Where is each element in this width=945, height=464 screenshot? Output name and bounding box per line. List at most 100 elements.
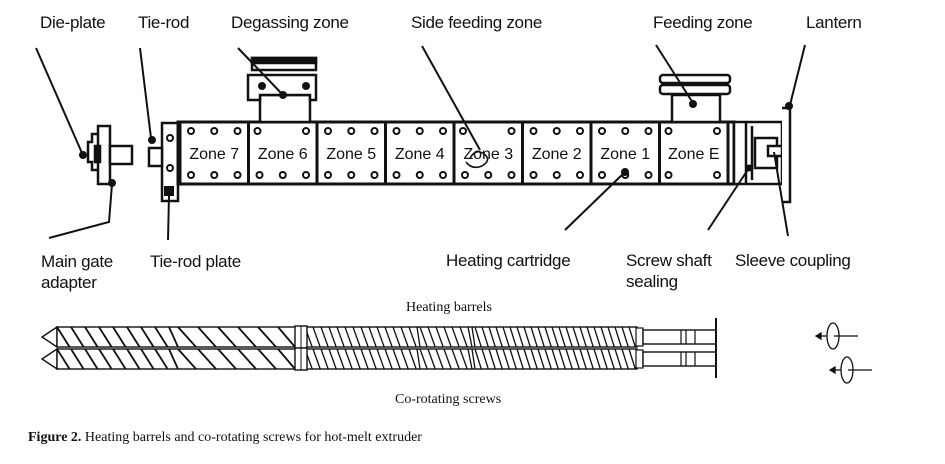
screw-flight xyxy=(459,326,468,348)
screw-flight xyxy=(459,348,468,370)
screw-flight xyxy=(84,326,99,348)
bolt-hole xyxy=(370,171,379,179)
screw-flight xyxy=(237,348,257,370)
label-heating-cartridge: Heating cartridge xyxy=(446,251,571,270)
screw-flight xyxy=(344,326,353,348)
screw-flight xyxy=(435,326,444,348)
bolt-hole xyxy=(529,127,538,135)
lantern-leader xyxy=(789,44,806,106)
screw-flight xyxy=(126,326,141,348)
bolt-hole xyxy=(187,127,195,135)
screw-flight xyxy=(112,348,127,370)
screw-flight xyxy=(600,326,608,348)
screw-flight xyxy=(328,326,337,348)
label-main-gate-adapter-line1: Main gate xyxy=(41,252,113,271)
zone-label: Zone 1 xyxy=(600,146,650,163)
screw-flight xyxy=(368,348,377,370)
bolt-hole xyxy=(644,171,653,179)
die-plate-leader xyxy=(35,47,83,154)
screw-flight xyxy=(530,326,538,348)
screw-flight xyxy=(593,326,601,348)
bolt-hole xyxy=(347,127,356,135)
screw-flight xyxy=(98,348,113,370)
screw-flight xyxy=(56,326,71,348)
bolt-hole xyxy=(415,127,424,135)
rotation-arrow-lower-icon xyxy=(828,356,872,384)
screw-flight xyxy=(336,326,345,348)
bolt-hole xyxy=(302,127,310,135)
screw-flight xyxy=(126,348,141,370)
bolt-hole xyxy=(415,171,424,179)
screw-flight xyxy=(419,326,428,348)
screw-flight xyxy=(565,348,573,370)
bolt-hole xyxy=(255,171,264,179)
screw-flight xyxy=(140,326,155,348)
bolt-hole xyxy=(576,171,584,179)
screw-flight xyxy=(614,326,622,348)
bolt-hole xyxy=(507,171,516,179)
screw-flight xyxy=(70,348,85,370)
zone-label: Zone 3 xyxy=(463,146,513,163)
screw-flight xyxy=(376,326,385,348)
screw-flight xyxy=(217,348,237,370)
screw-flight xyxy=(435,348,444,370)
bolt-hole xyxy=(187,171,195,179)
bolt-hole xyxy=(210,127,219,135)
tie-rod-plate xyxy=(147,121,180,203)
screw-flight xyxy=(502,326,510,348)
screw-flight xyxy=(579,326,587,348)
screw-flight xyxy=(419,348,428,370)
screw-flight xyxy=(551,348,559,370)
bolt-hole xyxy=(484,171,493,179)
zone-label: Zone 5 xyxy=(326,146,376,163)
bolt-hole xyxy=(664,127,673,135)
screw-flight xyxy=(537,348,545,370)
screw-flight xyxy=(565,326,573,348)
screw-flight xyxy=(443,326,452,348)
label-main-gate-adapter-line2: adapter xyxy=(41,273,97,292)
label-side-feeding-zone: Side feeding zone xyxy=(411,13,543,32)
screw-shaft xyxy=(642,351,717,367)
bolt-hole xyxy=(392,171,401,179)
feeding-port xyxy=(658,73,732,124)
screw-flight xyxy=(481,348,489,370)
bolt-hole xyxy=(598,171,606,179)
rotation-symbols xyxy=(814,322,872,384)
screw-flight xyxy=(312,326,321,348)
screw-flight xyxy=(56,348,71,370)
screw-flight xyxy=(217,326,237,348)
screw-flight xyxy=(572,326,580,348)
screw-flight xyxy=(376,348,385,370)
shaft-collar xyxy=(635,349,644,369)
screw-flight xyxy=(530,348,538,370)
screw-flight xyxy=(451,348,460,370)
figure-caption-text: Heating barrels and co-rotating screws f… xyxy=(84,430,422,445)
screw-shaft-sealing-leader xyxy=(707,167,750,231)
die-plate xyxy=(86,124,134,186)
caption-co-rotating-screws: Co-rotating screws xyxy=(395,392,502,407)
screw-flight xyxy=(312,348,321,370)
screw-flight xyxy=(523,326,531,348)
bolt-hole xyxy=(233,127,242,135)
screw-flight xyxy=(368,326,377,348)
screw-flight xyxy=(384,326,393,348)
screw-flight xyxy=(544,326,552,348)
bolt-hole xyxy=(713,127,721,135)
screw-flight xyxy=(586,326,594,348)
barrel-zone: Zone 2 xyxy=(521,120,593,186)
co-rotating-screws xyxy=(40,318,717,378)
screw-flight xyxy=(621,326,629,348)
zone-label: Zone 4 xyxy=(395,146,445,163)
bolt-hole xyxy=(461,171,469,179)
tie-rod-plate-leader xyxy=(167,195,170,241)
screw-flight xyxy=(495,326,503,348)
screw-flight xyxy=(516,326,524,348)
shaft-collar xyxy=(635,327,644,347)
screw-flight xyxy=(467,326,473,348)
bolt-hole xyxy=(664,171,673,179)
label-sleeve-coupling: Sleeve coupling xyxy=(735,251,851,270)
screw-flight xyxy=(495,348,503,370)
screw-flight xyxy=(168,326,179,348)
label-tie-rod-plate: Tie-rod plate xyxy=(150,252,241,271)
bolt-hole xyxy=(439,171,447,179)
